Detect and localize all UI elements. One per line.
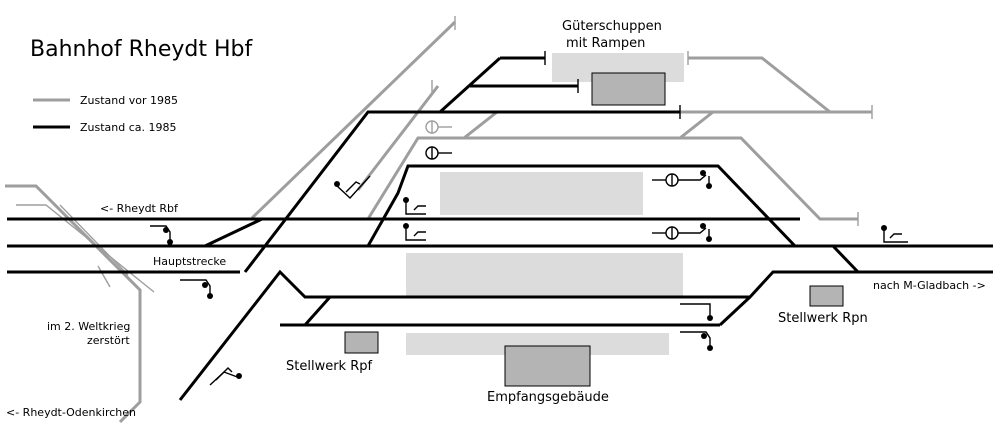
- freight-shed-building: [591, 72, 666, 106]
- label-gueterschuppen-1: Güterschuppen: [562, 19, 662, 34]
- current-tracks: [7, 51, 993, 401]
- signal-round-2: [652, 170, 712, 189]
- platform-house: [406, 333, 669, 355]
- old-tracks: [5, 16, 873, 424]
- label-gueterschuppen-2: mit Rampen: [566, 36, 645, 51]
- legend: Zustand vor 1985 Zustand ca. 1985: [33, 94, 178, 134]
- label-hauptstrecke: Hauptstrecke: [153, 255, 226, 268]
- label-stellwerk-rpf: Stellwerk Rpf: [286, 359, 372, 374]
- label-odenkirchen: <- Rheydt-Odenkirchen: [6, 406, 136, 419]
- signal-round-3: [652, 223, 712, 242]
- legend-label-old: Zustand vor 1985: [80, 94, 178, 107]
- signal-9: [209, 367, 242, 386]
- label-empfangsgebaeude: Empfangsgebäude: [487, 390, 609, 405]
- label-rheydt-rbf: <- Rheydt Rbf: [100, 202, 179, 215]
- signal-4: [180, 279, 213, 299]
- platform-1: [440, 172, 643, 215]
- signal-1: [403, 197, 426, 215]
- signal-2: [403, 223, 426, 241]
- legend-label-current: Zustand ca. 1985: [80, 121, 177, 134]
- label-nach-mgladbach: nach M-Gladbach ->: [873, 279, 986, 292]
- signal-8: [334, 175, 371, 199]
- page-title: Bahnhof Rheydt Hbf: [30, 37, 253, 62]
- label-weltkrieg-1: im 2. Weltkrieg: [47, 320, 130, 333]
- signal-6: [680, 331, 713, 351]
- signal-round-1: [425, 146, 452, 160]
- signal-3: [150, 225, 173, 245]
- label-stellwerk-rpn: Stellwerk Rpn: [778, 311, 868, 326]
- signal-5: [680, 303, 713, 321]
- stellwerk-rpf-building: [344, 331, 379, 354]
- signals: [150, 120, 908, 386]
- label-weltkrieg-2: zerstört: [87, 334, 130, 347]
- signal-7: [881, 225, 908, 243]
- stellwerk-rpn-building: [809, 285, 844, 307]
- station-building: [504, 345, 591, 387]
- platform-2: [406, 253, 683, 296]
- signal-round-gray: [425, 120, 452, 134]
